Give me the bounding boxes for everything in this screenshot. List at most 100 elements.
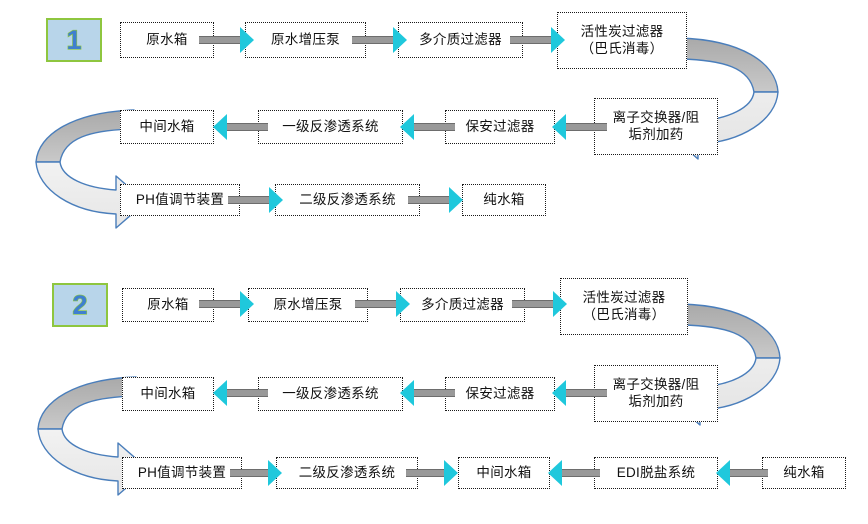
node-label: 多介质过滤器 (419, 31, 502, 47)
node-d1r1-multimedia-filter: 多介质过滤器 (398, 22, 523, 58)
arrow-head-right-icon (268, 460, 282, 486)
connector-bar (730, 469, 768, 477)
node-d2r2-ro-stage1: 一级反渗透系统 (258, 377, 403, 411)
node-label: 二级反渗透系统 (298, 464, 396, 480)
connector-bar (562, 469, 600, 477)
connector-d2r3-1 (230, 460, 282, 486)
arrow-head-right-icon (240, 291, 254, 317)
node-d2r3-ro-stage2: 二级反渗透系统 (276, 457, 418, 489)
node-d1r2-security-filter: 保安过滤器 (445, 110, 555, 144)
connector-d1r2-3 (552, 114, 607, 140)
connector-d1r1-2 (352, 27, 407, 53)
node-label: EDI脱盐系统 (616, 464, 696, 480)
node-d1r2-ro-stage1: 一级反渗透系统 (258, 110, 403, 144)
node-d2r3-edi-desalination: EDI脱盐系统 (594, 457, 718, 489)
connector-bar (510, 36, 551, 44)
connector-bar (227, 123, 268, 131)
node-d2r2-ion-exchanger-antiscalant: 离子交换器/阻 垢剂加药 (594, 365, 718, 422)
connector-d2r3-4 (716, 460, 768, 486)
connector-bar (414, 123, 455, 131)
node-d2r2-intermediate-tank: 中间水箱 (122, 377, 214, 411)
arrow-head-left-icon (213, 380, 227, 406)
connector-d2r3-2 (406, 460, 458, 486)
node-d2r1-activated-carbon-filter: 活性炭过滤器 （巴氏消毒） (560, 278, 688, 335)
arrow-head-left-icon (400, 114, 414, 140)
node-label: 一级反渗透系统 (282, 385, 379, 401)
connector-bar (414, 389, 455, 397)
node-label: 多介质过滤器 (421, 296, 504, 312)
connector-d2r2-1 (213, 380, 268, 406)
diagram-badge-1-label: 1 (66, 24, 82, 55)
connector-bar (199, 300, 240, 308)
node-label: 中间水箱 (140, 385, 196, 401)
connector-bar (355, 300, 396, 308)
node-d1r1-booster-pump: 原水增压泵 (245, 22, 366, 58)
connector-d2r3-3 (548, 460, 600, 486)
arrow-head-left-icon (400, 380, 414, 406)
node-d2r2-security-filter: 保安过滤器 (445, 377, 555, 411)
connector-bar (230, 469, 268, 477)
node-label: 活性炭过滤器 （巴氏消毒） (580, 24, 664, 56)
node-label: 离子交换器/阻 垢剂加药 (612, 110, 700, 142)
connector-bar (512, 300, 553, 308)
arrow-head-right-icon (269, 187, 283, 213)
arrow-head-left-icon (213, 114, 227, 140)
connector-d1r1-1 (199, 27, 254, 53)
connector-d2r1-3 (512, 291, 567, 317)
diagram-badge-2: 2 (52, 283, 108, 327)
node-label: PH值调节装置 (137, 464, 227, 480)
arrow-head-right-icon (240, 27, 254, 53)
node-d2r1-multimedia-filter: 多介质过滤器 (400, 288, 525, 322)
node-label: 中间水箱 (139, 118, 195, 134)
connector-d2r2-3 (552, 380, 607, 406)
arrow-head-right-icon (551, 27, 565, 53)
node-d1r1-raw-water-tank: 原水箱 (120, 22, 214, 58)
arrow-head-right-icon (449, 187, 463, 213)
arrow-head-left-icon (716, 460, 730, 486)
connector-d1r2-2 (400, 114, 455, 140)
connector-d2r2-2 (400, 380, 455, 406)
arrow-head-left-icon (552, 114, 566, 140)
connector-bar (566, 389, 607, 397)
node-label: 二级反渗透系统 (299, 191, 396, 207)
node-label: 一级反渗透系统 (282, 118, 379, 134)
node-label: 原水增压泵 (271, 31, 340, 47)
node-label: 纯水箱 (783, 464, 825, 480)
node-d1r2-intermediate-tank: 中间水箱 (120, 110, 214, 144)
connector-d1r3-1 (228, 187, 283, 213)
node-d1r3-ro-stage2: 二级反渗透系统 (275, 184, 420, 216)
node-d2r3-ph-adjust-device: PH值调节装置 (122, 457, 242, 489)
node-label: 活性炭过滤器 （巴氏消毒） (582, 290, 666, 322)
node-label: 原水增压泵 (273, 296, 343, 312)
node-d1r2-ion-exchanger-antiscalant: 离子交换器/阻 垢剂加药 (594, 98, 718, 155)
connector-d2r1-2 (355, 291, 410, 317)
connector-d1r1-3 (510, 27, 565, 53)
node-label: 保安过滤器 (465, 118, 535, 134)
diagram-badge-2-label: 2 (72, 289, 88, 320)
connector-bar (408, 196, 449, 204)
connector-bar (228, 196, 269, 204)
node-label: 中间水箱 (476, 464, 532, 480)
arrow-head-right-icon (396, 291, 410, 317)
connector-d1r2-1 (213, 114, 268, 140)
node-d1r1-activated-carbon-filter: 活性炭过滤器 （巴氏消毒） (557, 12, 687, 69)
node-label: 原水箱 (147, 296, 189, 312)
connector-bar (352, 36, 393, 44)
diagram-badge-1: 1 (46, 18, 102, 62)
node-label: 离子交换器/阻 垢剂加药 (612, 377, 700, 409)
node-label: 纯水箱 (483, 191, 525, 207)
arrow-head-left-icon (552, 380, 566, 406)
connector-d1r3-2 (408, 187, 463, 213)
arrow-head-right-icon (553, 291, 567, 317)
node-label: 原水箱 (146, 31, 188, 47)
node-label: 保安过滤器 (465, 385, 535, 401)
arrow-head-left-icon (548, 460, 562, 486)
connector-bar (199, 36, 240, 44)
connector-bar (566, 123, 607, 131)
connector-bar (227, 389, 268, 397)
connector-bar (406, 469, 444, 477)
node-d1r3-ph-adjust-device: PH值调节装置 (120, 184, 240, 216)
node-d2r3-pure-water-tank: 纯水箱 (762, 457, 846, 489)
node-d1r3-pure-water-tank: 纯水箱 (462, 184, 546, 216)
connector-d2r1-1 (199, 291, 254, 317)
